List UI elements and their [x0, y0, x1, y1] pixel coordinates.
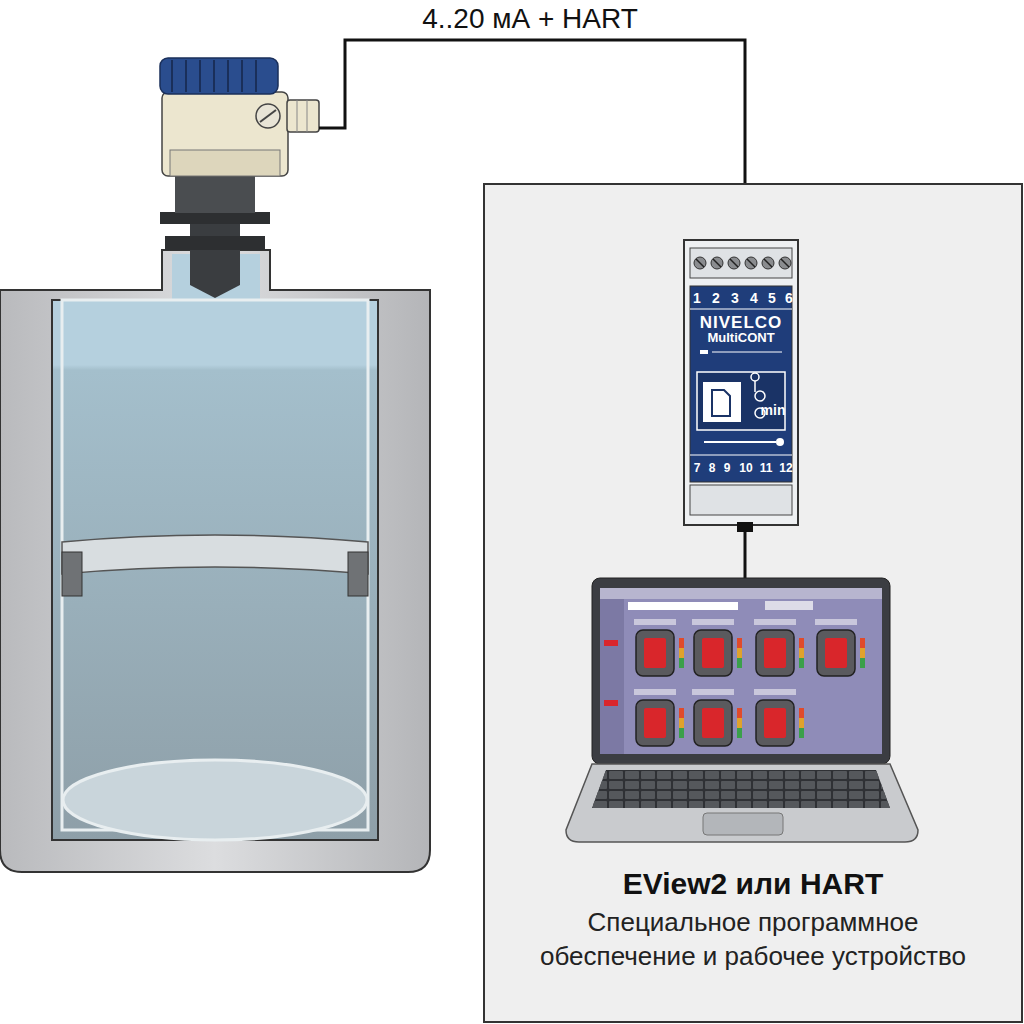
- laptop-part: [754, 689, 804, 746]
- multicont-controller-part: [751, 373, 759, 381]
- terminal-number: 7: [689, 462, 705, 475]
- radar-level-sensor-part: [165, 236, 265, 250]
- storage-tank-part: [62, 300, 368, 830]
- terminal-number: 9: [719, 462, 735, 475]
- laptop-part: [566, 764, 918, 842]
- laptop-part: [634, 689, 684, 746]
- laptop-part: [692, 689, 742, 746]
- laptop-part: [703, 813, 783, 835]
- storage-tank-part: [62, 535, 368, 574]
- radar-level-sensor-part: [297, 100, 307, 132]
- radar-level-sensor-part: [160, 212, 270, 224]
- laptop-part: [628, 602, 738, 610]
- panel-description: Специальное программное обеспечение и ра…: [484, 906, 1022, 974]
- laptop-part: [604, 640, 618, 646]
- multicont-controller-part: [712, 390, 730, 416]
- laptop-part: [600, 588, 882, 599]
- multicont-controller-part: [697, 372, 785, 430]
- usb-cable-part: [744, 530, 747, 580]
- multicont-controller: [684, 240, 798, 532]
- storage-tank-part: [62, 552, 82, 596]
- multicont-controller-part: [690, 485, 792, 515]
- laptop-part: [765, 601, 813, 610]
- multicont-controller-part: [755, 391, 765, 401]
- laptop-part: [634, 619, 684, 676]
- laptop-part: [592, 770, 890, 808]
- multicont-controller-part: [776, 438, 784, 446]
- indicator-label: min: [758, 403, 788, 418]
- multicont-controller-part: [704, 441, 776, 443]
- terminal-number: 3: [726, 291, 744, 306]
- multicont-controller-part: [690, 455, 792, 456]
- multicont-controller-part: [690, 248, 792, 278]
- laptop-part: [815, 619, 865, 676]
- laptop-part: [592, 770, 890, 808]
- terminal-number: 2: [707, 291, 725, 306]
- radar-level-sensor-part: [190, 285, 240, 298]
- radar-level-sensor-part: [162, 92, 288, 176]
- laptop: [566, 578, 918, 842]
- radar-level-sensor-part: [160, 58, 278, 94]
- laptop-part: [692, 619, 742, 676]
- multicont-controller-part: [703, 382, 741, 422]
- terminal-number: 10: [736, 462, 756, 475]
- terminal-number: 5: [763, 291, 781, 306]
- software-panel: [484, 184, 1022, 1022]
- storage-tank-part: [0, 250, 430, 872]
- radar-level-sensor: [160, 58, 319, 298]
- storage-tank-part: [52, 300, 378, 840]
- storage-tank: [0, 250, 430, 872]
- laptop-part: [600, 588, 882, 754]
- software-panel-box: EView2 или HARTСпециальное программное о…: [484, 184, 1022, 1022]
- laptop-part: [604, 700, 618, 706]
- laptop-part: [600, 599, 624, 754]
- software-panel-part: [484, 184, 1022, 1022]
- terminal-number: 12: [776, 462, 796, 475]
- multicont-controller-part: [690, 309, 792, 310]
- usb-cable: [745, 530, 746, 580]
- multicont-controller-part: [700, 350, 708, 354]
- terminal-number: 4: [745, 291, 763, 306]
- panel-heading: EView2 или HART: [484, 864, 1022, 903]
- radar-level-sensor-part: [256, 104, 280, 128]
- device-name: MultiCONT: [684, 330, 798, 347]
- multicont-controller-part: [754, 381, 756, 392]
- terminal-number: 6: [780, 291, 798, 306]
- laptop-part: [754, 619, 804, 676]
- terminal-number: 8: [704, 462, 720, 475]
- terminal-number: 11: [756, 462, 776, 475]
- multicont-controller-part: [712, 352, 782, 353]
- terminal-number: 1: [688, 291, 706, 306]
- radar-level-sensor-part: [260, 110, 276, 122]
- radar-level-sensor-part: [287, 100, 319, 132]
- storage-tank-part: [348, 552, 368, 596]
- laptop-part: [592, 578, 890, 764]
- multicont-controller-part: [684, 240, 798, 525]
- radar-level-sensor-part: [175, 175, 255, 213]
- radar-level-sensor-part: [172, 60, 256, 92]
- signal-label: 4..20 мА + HART: [340, 4, 720, 35]
- radar-level-sensor-part: [170, 150, 280, 176]
- controller-box: NIVELCOMultiCONT: [684, 240, 798, 525]
- storage-tank-part: [63, 760, 367, 840]
